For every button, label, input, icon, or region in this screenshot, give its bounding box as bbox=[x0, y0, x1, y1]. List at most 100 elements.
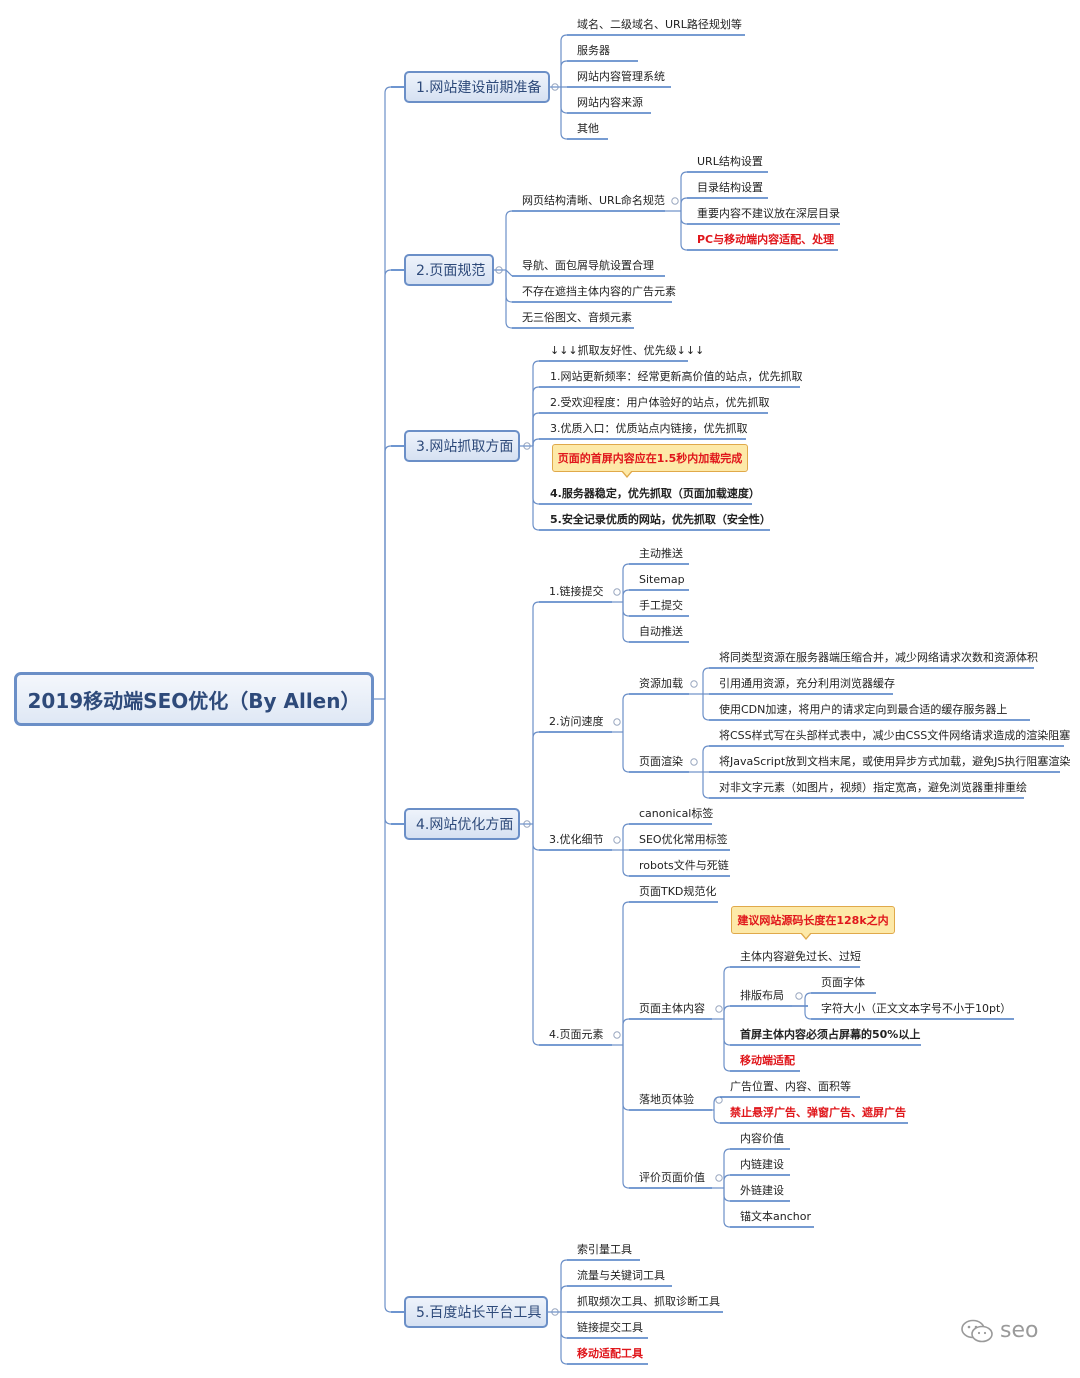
b4-main-link-3 bbox=[723, 1019, 731, 1072]
leaf-seo-tags: SEO优化常用标签 bbox=[639, 833, 728, 846]
expand-toggle-link-submit[interactable] bbox=[613, 588, 621, 596]
branch2-sub-link-2 bbox=[680, 211, 688, 225]
leaf-browser-cache: 引用通用资源，充分利用浏览器缓存 bbox=[719, 677, 895, 690]
leaf-sitemap: Sitemap bbox=[639, 573, 685, 586]
branch4-link-1 bbox=[532, 731, 540, 824]
leaf-security-record: 5.安全记录优质的网站，优先抓取（安全性） bbox=[550, 513, 771, 526]
expand-toggle-page-structure[interactable] bbox=[671, 197, 679, 205]
b4-elem-link-3 bbox=[622, 1045, 630, 1189]
leaf-server-stable: 4.服务器稳定，优先抓取（页面加载速度） bbox=[550, 487, 760, 500]
leaf-js-async: 将JavaScript放到文档末尾，或使用异步方式加载，避免JS执行阻塞渲染 bbox=[719, 755, 1071, 768]
watermark: seo bbox=[960, 1318, 1038, 1343]
leaf-link-submit-tool: 链接提交工具 bbox=[577, 1321, 643, 1334]
branch-page-standards[interactable]: 2.页面规范 bbox=[404, 254, 494, 286]
leaf-domain-planning: 域名、二级域名、URL路径规划等 bbox=[577, 18, 742, 31]
leaf-traffic-tool: 流量与关键词工具 bbox=[577, 1269, 665, 1282]
root-branches-link-0 bbox=[384, 86, 392, 699]
branch2-sub-link-0 bbox=[680, 171, 688, 211]
b4-value-link-2 bbox=[723, 1188, 731, 1202]
root-branches-link-1 bbox=[384, 269, 392, 699]
leaf-other: 其他 bbox=[577, 122, 599, 135]
leaf-no-vulgar: 无三俗图文、音频元素 bbox=[522, 311, 632, 324]
watermark-text: seo bbox=[1000, 1318, 1039, 1343]
leaf-main-content: 页面主体内容 bbox=[639, 1002, 705, 1015]
branch2-sub-link-1 bbox=[680, 197, 688, 211]
branch2-link-0 bbox=[505, 210, 513, 270]
b4-layout-link-0 bbox=[804, 992, 812, 1006]
expand-toggle-page-render[interactable] bbox=[690, 758, 698, 766]
leaf-manual-submit: 手工提交 bbox=[639, 599, 683, 612]
leaf-page-value: 评价页面价值 bbox=[639, 1171, 705, 1184]
expand-toggle-main-content[interactable] bbox=[715, 1005, 723, 1013]
leaf-update-frequency: 1.网站更新频率：经常更新高价值的站点，优先抓取 bbox=[550, 370, 803, 383]
leaf-no-blocking-ads: 不存在遮挡主体内容的广告元素 bbox=[522, 285, 676, 298]
leaf-first-screen-50: 首屏主体内容必须占屏幕的50%以上 bbox=[740, 1028, 921, 1041]
leaf-directory-structure: 目录结构设置 bbox=[697, 181, 763, 194]
leaf-media-size: 对非文字元素（如图片，视频）指定宽高，避免浏览器重排重绘 bbox=[719, 781, 1027, 794]
b4-main-link-2 bbox=[723, 1019, 731, 1046]
branch3-link-2 bbox=[532, 412, 540, 446]
leaf-crawl-header: ↓↓↓抓取友好性、优先级↓↓↓ bbox=[550, 344, 705, 357]
leaf-cdn: 使用CDN加速，将用户的请求定向到最合适的缓存服务器上 bbox=[719, 703, 1008, 716]
b4-value-link-0 bbox=[723, 1148, 731, 1188]
expand-toggle-layout[interactable] bbox=[795, 992, 803, 1000]
branch1-link-3 bbox=[560, 87, 568, 114]
b4-layout-link-1 bbox=[804, 1006, 812, 1020]
branch3-link-1 bbox=[532, 386, 540, 446]
b4-detail-link-0 bbox=[622, 823, 630, 850]
branch-site-preparation[interactable]: 1.网站建设前期准备 bbox=[404, 71, 550, 103]
leaf-layout: 排版布局 bbox=[740, 989, 784, 1002]
b4-link-link-1 bbox=[622, 589, 630, 602]
branch-crawling[interactable]: 3.网站抓取方面 bbox=[404, 430, 520, 462]
leaf-css-head: 将CSS样式写在头部样式表中，减少由CSS文件网络请求造成的渲染阻塞 bbox=[719, 729, 1071, 742]
leaf-internal-links: 内链建设 bbox=[740, 1158, 784, 1171]
b4-res-link-2 bbox=[702, 694, 710, 721]
b4-value-link-3 bbox=[723, 1188, 731, 1228]
b4-elem-link-2 bbox=[622, 1045, 630, 1111]
leaf-page-font: 页面字体 bbox=[821, 976, 865, 989]
leaf-page-structure: 网页结构清晰、URL命名规范 bbox=[522, 194, 665, 207]
callout-first-screen-text: 页面的首屏内容应在1.5秒内加载完成 bbox=[557, 452, 743, 465]
root-topic[interactable]: 2019移动端SEO优化（By Allen） bbox=[14, 672, 374, 726]
branch5-link-1 bbox=[560, 1285, 568, 1312]
leaf-mobile-adapt-tool: 移动适配工具 bbox=[577, 1347, 643, 1360]
leaf-compress-merge: 将同类型资源在服务器端压缩合并，减少网络请求次数和资源体积 bbox=[719, 651, 1038, 664]
b4-value-link-1 bbox=[723, 1174, 731, 1188]
branch-site-optimization[interactable]: 4.网站优化方面 bbox=[404, 808, 520, 840]
expand-toggle-detail[interactable] bbox=[613, 836, 621, 844]
callout-source-size: 建议网站源码长度在128k之内 bbox=[731, 906, 895, 940]
b4-link-link-3 bbox=[622, 602, 630, 643]
leaf-popularity: 2.受欢迎程度：用户体验好的站点，优先抓取 bbox=[550, 396, 770, 409]
b4-elem-link-1 bbox=[622, 1018, 630, 1045]
leaf-mobile-adapt: 移动端适配 bbox=[740, 1054, 795, 1067]
branch1-link-0 bbox=[560, 34, 568, 87]
b4-landing-link-0 bbox=[713, 1096, 721, 1110]
branch-baidu-tools[interactable]: 5.百度站长平台工具 bbox=[404, 1296, 548, 1328]
leaf-content-length: 主体内容避免过长、过短 bbox=[740, 950, 861, 963]
expand-toggle-page-value[interactable] bbox=[715, 1174, 723, 1182]
branch2-link-1 bbox=[505, 269, 513, 277]
leaf-no-popup-ads: 禁止悬浮广告、弹窗广告、遮屏广告 bbox=[730, 1106, 906, 1119]
leaf-canonical: canonical标签 bbox=[639, 807, 714, 820]
expand-toggle-resource-loading[interactable] bbox=[690, 680, 698, 688]
expand-toggle-page-elements[interactable] bbox=[613, 1031, 621, 1039]
b4-speed-link-1 bbox=[622, 732, 630, 773]
leaf-quality-entry: 3.优质入口：优质站点内链接，优先抓取 bbox=[550, 422, 748, 435]
b4-detail-link-2 bbox=[622, 850, 630, 877]
leaf-deep-directory: 重要内容不建议放在深层目录 bbox=[697, 207, 840, 220]
leaf-detail-optimize: 3.优化细节 bbox=[549, 833, 604, 846]
branch3-link-3 bbox=[532, 438, 540, 446]
branch2-link-3 bbox=[505, 270, 513, 329]
branch4-link-3 bbox=[532, 824, 540, 1046]
expand-toggle-access-speed[interactable] bbox=[613, 718, 621, 726]
root-branches-link-4 bbox=[384, 699, 392, 1313]
branch2-sub-link-3 bbox=[680, 211, 688, 251]
leaf-tkd: 页面TKD规范化 bbox=[639, 885, 717, 898]
branch3-link-4 bbox=[532, 446, 540, 505]
branch3-link-5 bbox=[532, 446, 540, 531]
leaf-external-links: 外链建设 bbox=[740, 1184, 784, 1197]
root-branches-link-3 bbox=[384, 699, 392, 825]
leaf-content-value: 内容价值 bbox=[740, 1132, 784, 1145]
leaf-index-tool: 索引量工具 bbox=[577, 1243, 632, 1256]
